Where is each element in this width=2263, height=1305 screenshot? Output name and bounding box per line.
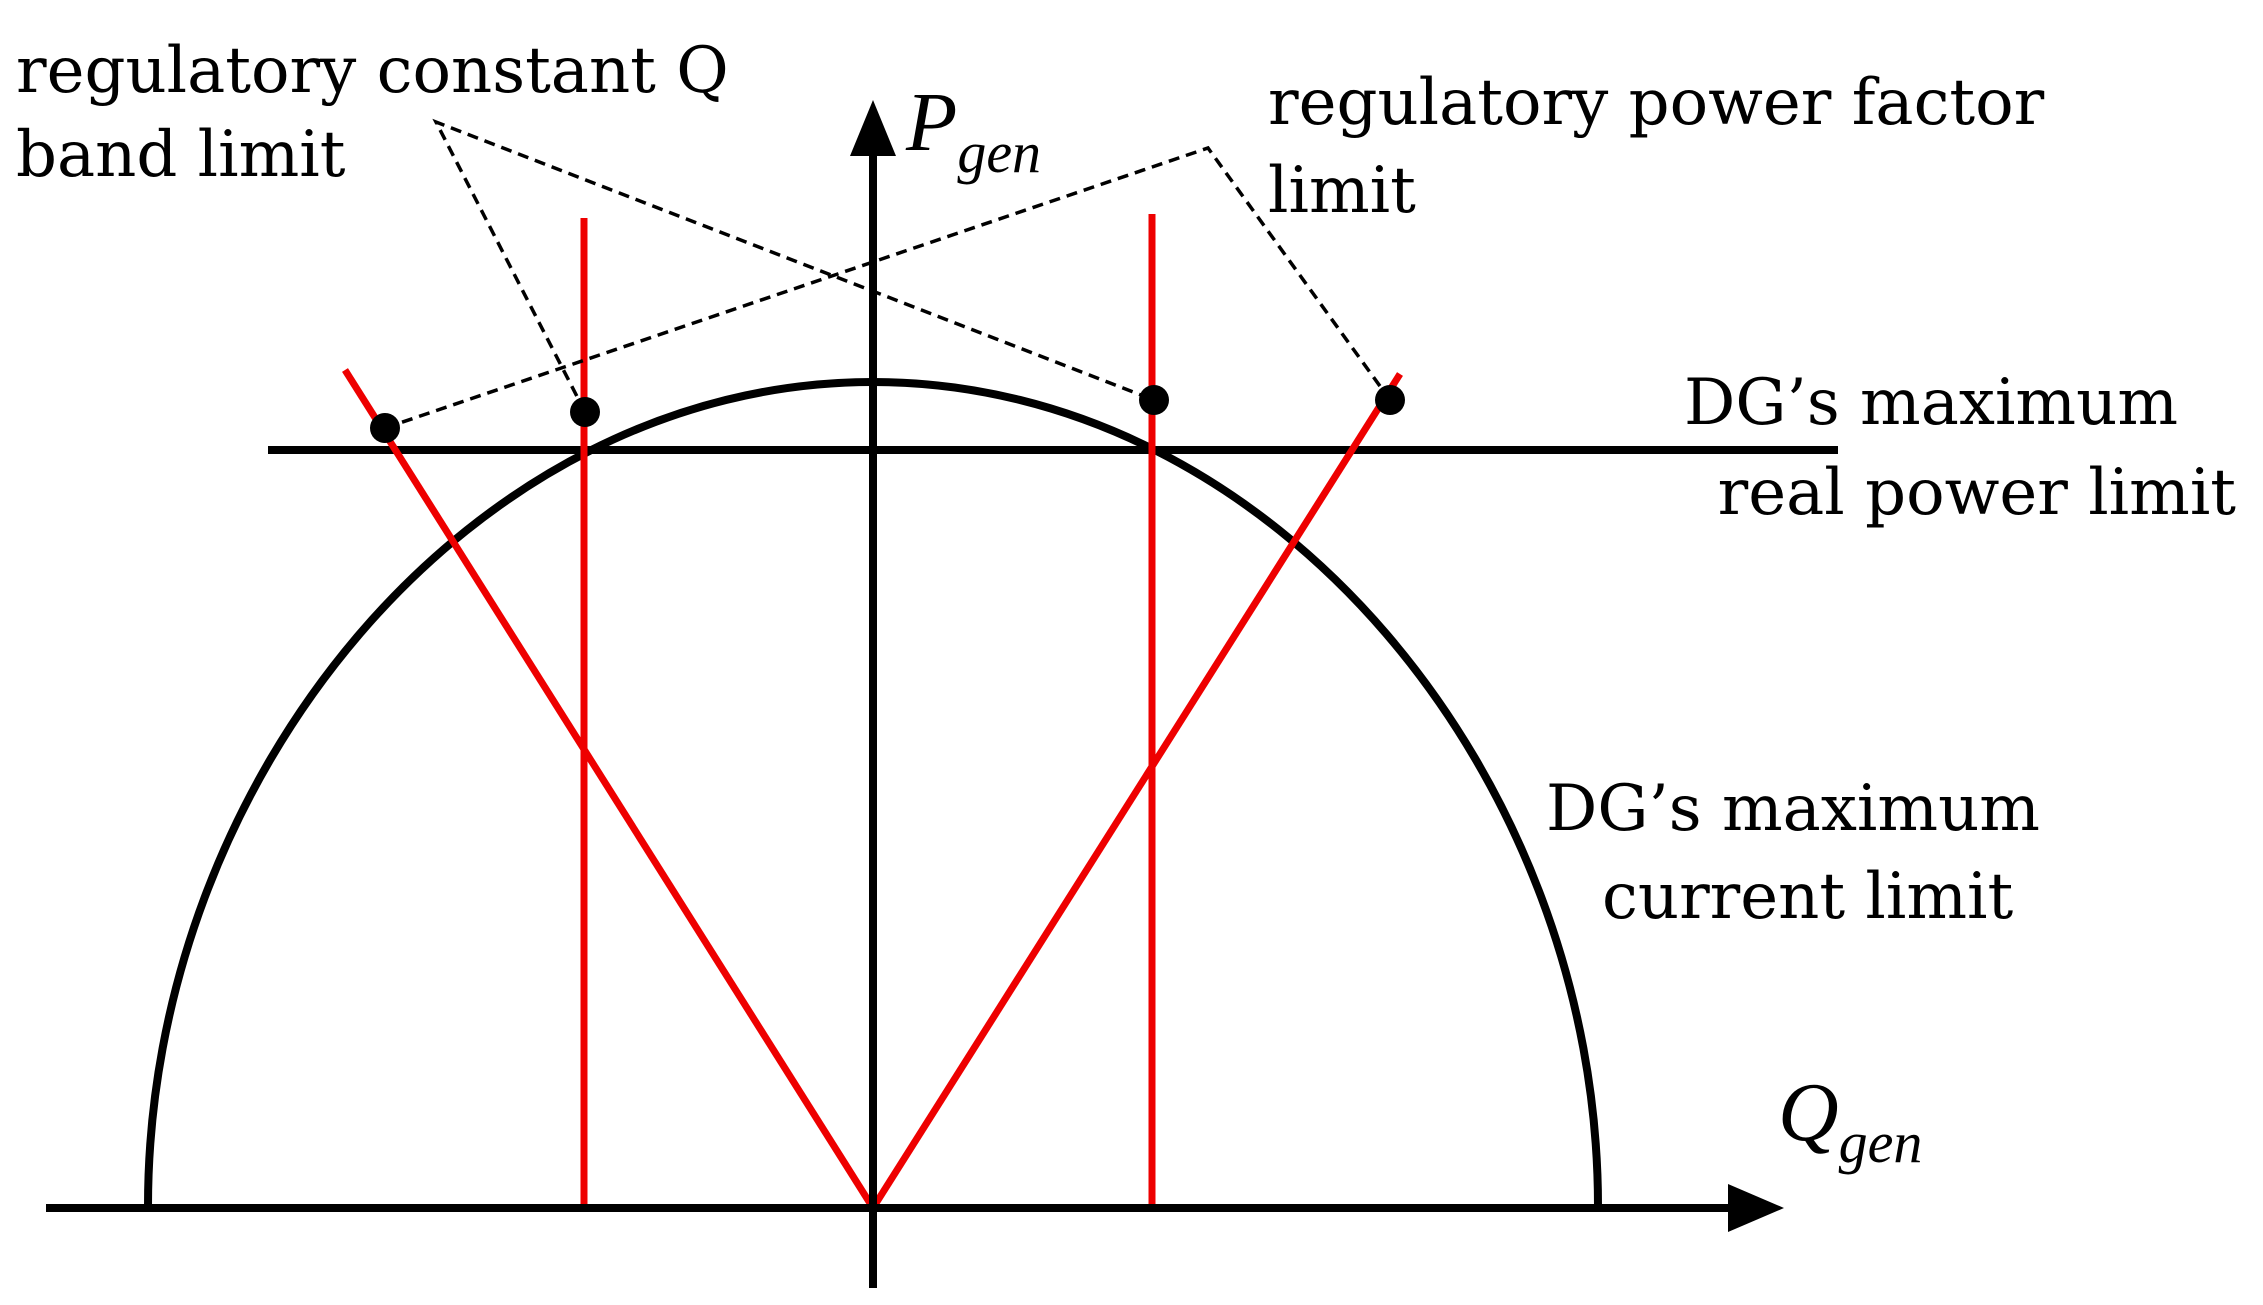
q-axis-subscript: gen (1839, 1110, 1923, 1175)
constant-q-leader-line (432, 118, 1155, 413)
power-factor-limit-left-line (342, 368, 876, 1210)
current-label-line2: current limit (1602, 860, 2014, 934)
q-axis-symbol: Q (1778, 1066, 1839, 1159)
p-axis-subscript: gen (957, 120, 1041, 185)
constant-q-right-marker (1139, 385, 1169, 415)
constant-q-label-line1: regulatory constant Q (16, 34, 729, 108)
power-factor-label-line1: regulatory power factor (1268, 66, 2045, 140)
p-axis-arrowhead-icon (850, 100, 896, 156)
current-label-line1: DG’s maximum (1546, 772, 2040, 846)
real-power-label-line2: real power limit (1718, 456, 2237, 530)
constant-q-label-line2: band limit (16, 118, 346, 192)
power-factor-leader-line (384, 145, 1392, 430)
power-factor-right-marker (1375, 385, 1405, 415)
constant-q-left-marker (570, 397, 600, 427)
power-factor-left-marker (370, 413, 400, 443)
q-axis-arrowhead-icon (1728, 1184, 1784, 1232)
q-axis-label: Qgen (1778, 1066, 1922, 1175)
power-factor-limit-right-line (870, 372, 1403, 1210)
power-factor-label-line2: limit (1268, 154, 1416, 228)
real-power-label-line1: DG’s maximum (1684, 366, 2178, 440)
p-axis-symbol: P (905, 76, 957, 169)
p-axis-label: Pgen (905, 76, 1041, 185)
